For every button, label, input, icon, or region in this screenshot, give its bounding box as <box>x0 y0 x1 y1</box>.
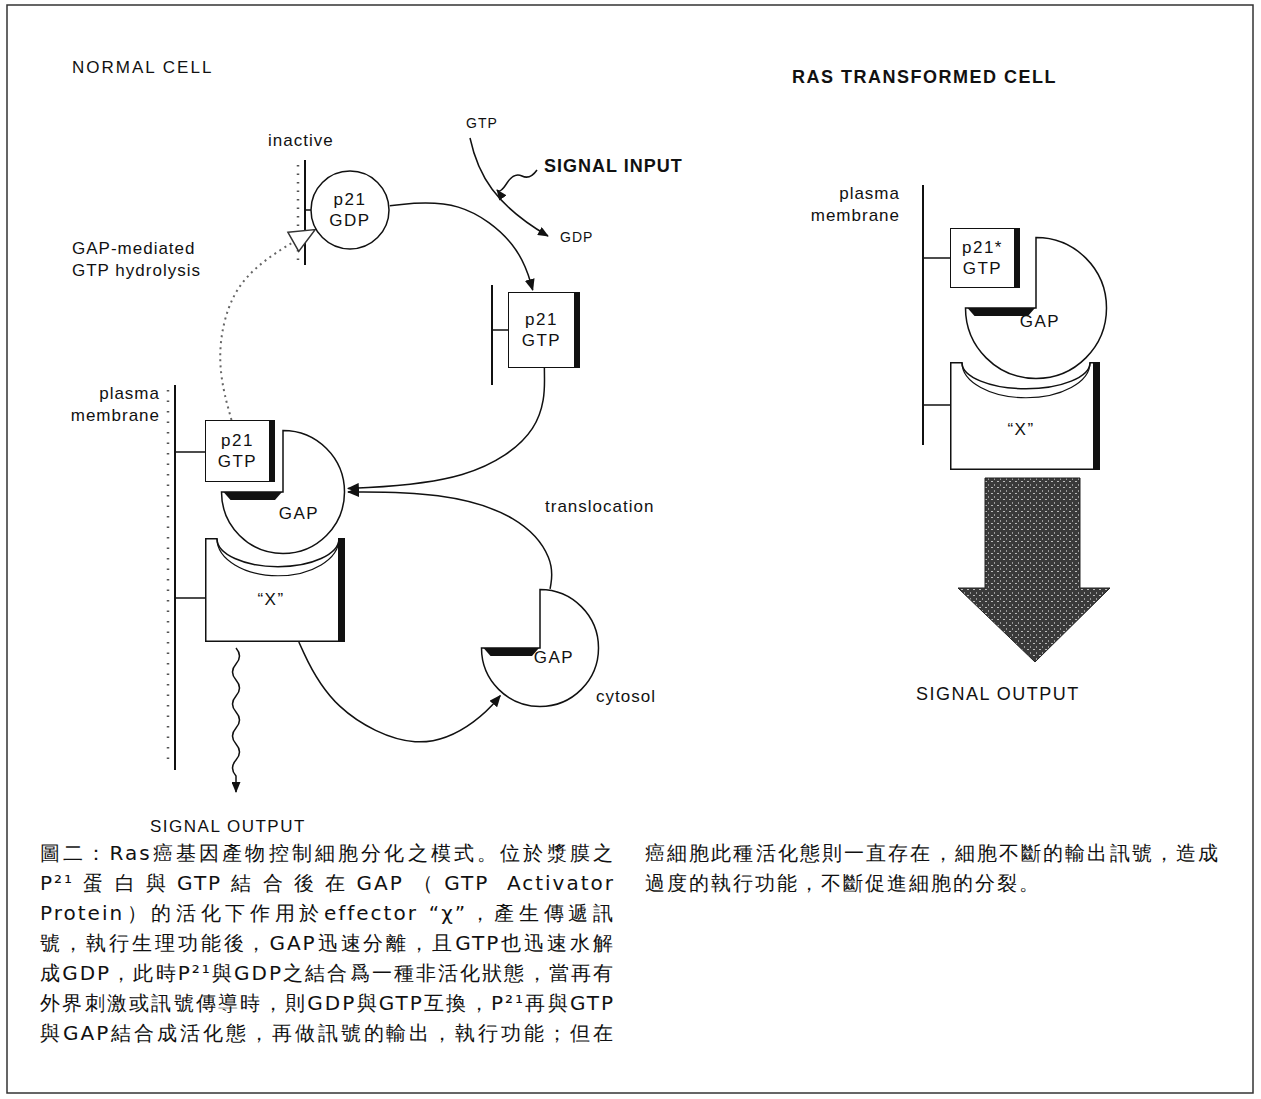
gap-protein: GAP <box>480 588 600 708</box>
shape-outline <box>310 170 390 250</box>
connector-arrow <box>220 231 313 420</box>
shading <box>1093 362 1100 470</box>
cup-rim <box>962 363 1090 398</box>
gap-outline <box>482 590 599 707</box>
membrane-line <box>174 385 176 770</box>
cup-rim <box>217 539 339 576</box>
edge-label: GAP-mediated GTP hydrolysis <box>72 238 212 282</box>
protein-label: p21* GTP <box>958 237 1008 280</box>
figure-label: inactive <box>268 130 334 152</box>
shading <box>338 538 345 642</box>
membrane-line <box>922 185 924 445</box>
figure-label: GDP <box>560 228 593 246</box>
circle-outline <box>311 171 389 249</box>
shape-outline <box>964 236 1108 380</box>
figure-label: SIGNAL OUTPUT <box>150 816 306 838</box>
effector-box: “X” <box>950 362 1100 470</box>
gap-protein: GAP <box>964 236 1108 380</box>
anchor-line <box>492 329 508 331</box>
effector-outline <box>951 363 1100 470</box>
nucleotide-exchange-arrow <box>470 138 548 236</box>
gap-protein: GAP <box>220 429 346 555</box>
protein-label: p21 GTP <box>215 430 261 473</box>
protein-circle: p21 GDP <box>310 170 390 250</box>
protein-label: GAP <box>1020 311 1060 332</box>
shading <box>224 492 283 500</box>
protein-label: p21 GTP <box>519 309 565 352</box>
connector-arrow <box>299 642 500 742</box>
anchor-line <box>305 209 311 211</box>
protein-label: “X” <box>257 589 284 610</box>
figure-label: GTP <box>466 114 498 132</box>
membrane-line <box>491 285 493 385</box>
shape-outline <box>220 429 346 555</box>
effector-box: “X” <box>205 538 345 642</box>
figure-label: SIGNAL INPUT <box>544 155 683 178</box>
membrane-line <box>304 160 306 265</box>
protein-box: p21* GTP <box>950 228 1020 288</box>
shape-outline <box>480 588 600 708</box>
figure-label: RAS TRANSFORMED CELL <box>792 66 1057 89</box>
connector-arrow <box>390 203 533 290</box>
figure-caption: 圖二：Ras癌基因產物控制細胞分化之模式。位於漿膜之P²¹蛋白與GTP結合後在G… <box>40 838 1220 1088</box>
shape-outline <box>205 538 345 642</box>
anchor-line <box>175 451 205 453</box>
protein-label: GAP <box>279 503 319 524</box>
figure-label: cytosol <box>596 686 656 708</box>
signal-output-arrow <box>233 648 240 792</box>
figure-label: plasma membrane <box>45 383 160 427</box>
protein-box: p21 GTP <box>508 292 580 368</box>
membrane-dots <box>297 165 300 262</box>
protein-box: p21 GTP <box>205 420 275 482</box>
shape-outline <box>950 362 1100 470</box>
membrane-dots <box>167 390 170 765</box>
connector-arrow <box>348 492 552 589</box>
figure-label: SIGNAL OUTPUT <box>916 683 1080 706</box>
figure-label: NORMAL CELL <box>72 57 213 79</box>
anchor-line <box>923 257 950 259</box>
shading <box>484 648 540 656</box>
gap-outline <box>222 431 345 554</box>
gap-outline <box>966 238 1107 379</box>
effector-outline <box>206 539 345 642</box>
anchor-line <box>923 404 950 406</box>
edge-label: translocation <box>545 496 654 518</box>
figure-frame <box>7 5 1253 1093</box>
protein-label: “X” <box>1007 419 1034 440</box>
figure-label: plasma membrane <box>785 183 900 227</box>
protein-label: GAP <box>534 647 574 668</box>
connector-arrow <box>348 368 545 489</box>
anchor-line <box>175 597 205 599</box>
signal-output-arrow <box>958 478 1110 662</box>
signal-input-arrow <box>497 170 537 191</box>
protein-label: p21 GDP <box>327 189 373 232</box>
